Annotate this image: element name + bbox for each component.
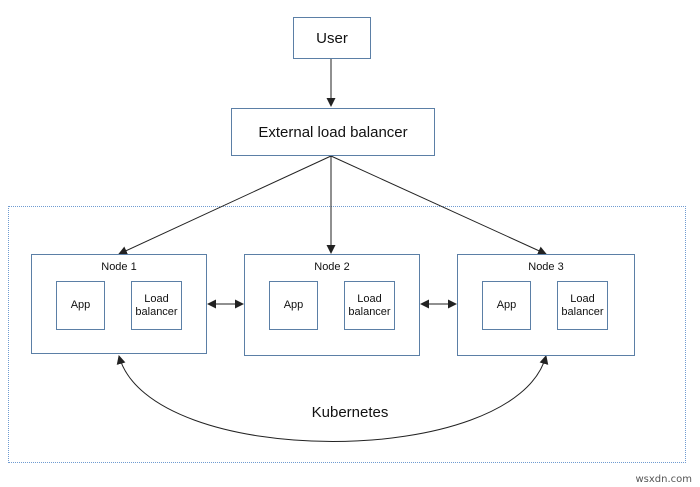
node-1-app-box: App: [56, 281, 105, 330]
user-box: User: [293, 17, 371, 59]
node-2-title: Node 2: [314, 261, 350, 273]
node-3-app-box: App: [482, 281, 531, 330]
node-2-load-balancer-box: Load balancer: [344, 281, 395, 330]
node-3-title: Node 3: [528, 261, 564, 273]
node-2-box: Node 2 App Load balancer: [244, 254, 420, 356]
node-3-box: Node 3 App Load balancer: [457, 254, 635, 356]
node-3-load-balancer-box: Load balancer: [557, 281, 608, 330]
node-1-load-balancer-label: Load balancer: [135, 292, 178, 318]
node-1-box: Node 1 App Load balancer: [31, 254, 207, 354]
watermark-text: wsxdn.com: [635, 474, 692, 485]
node-2-app-label: App: [283, 299, 304, 311]
node-1-app-label: App: [70, 299, 91, 311]
external-load-balancer-label: External load balancer: [258, 123, 408, 141]
node-1-title: Node 1: [101, 261, 137, 273]
node-2-load-balancer-label: Load balancer: [348, 292, 391, 318]
node-3-load-balancer-label: Load balancer: [561, 292, 604, 318]
external-load-balancer-box: External load balancer: [231, 108, 435, 156]
node-1-load-balancer-box: Load balancer: [131, 281, 182, 330]
node-3-app-label: App: [496, 299, 517, 311]
user-label: User: [316, 29, 348, 47]
kubernetes-label: Kubernetes: [311, 404, 389, 421]
node-2-app-box: App: [269, 281, 318, 330]
